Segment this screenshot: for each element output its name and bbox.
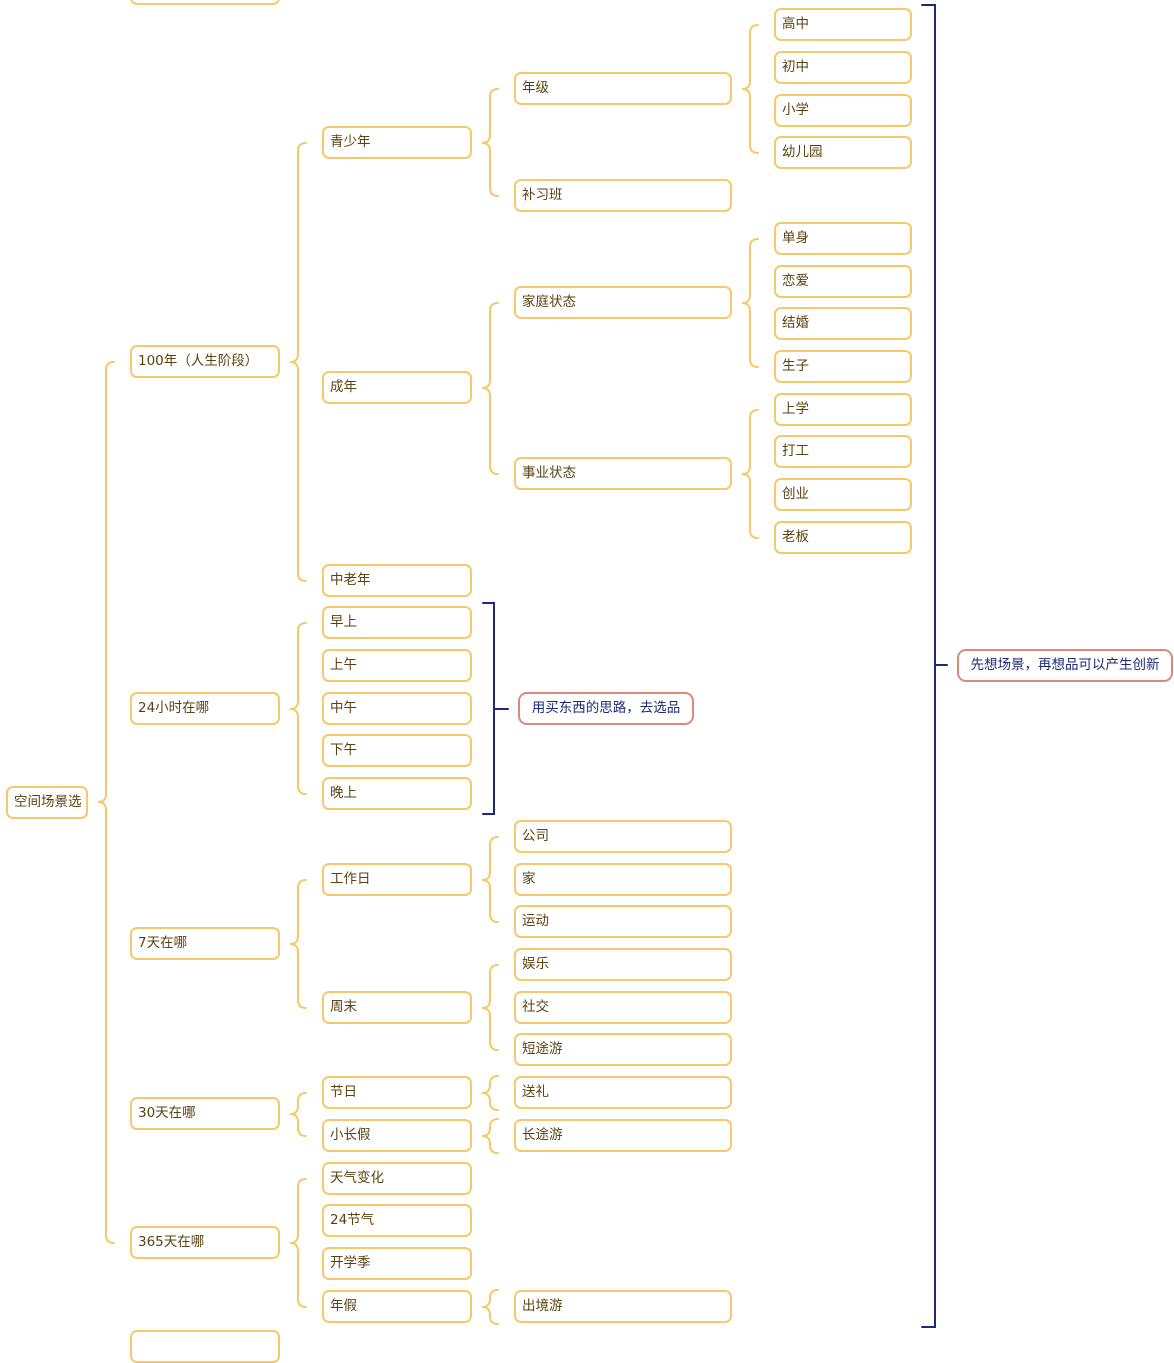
day-note[interactable]: 用买东西的思路，去选品 xyxy=(518,692,694,725)
node-primary-school[interactable]: 小学 xyxy=(774,94,912,127)
node-afternoon[interactable]: 下午 xyxy=(322,734,472,767)
overall-note[interactable]: 先想场景，再想品可以产生创新 xyxy=(957,649,1173,682)
node-weather-change[interactable]: 天气变化 xyxy=(322,1162,472,1195)
node-forenoon[interactable]: 上午 xyxy=(322,649,472,682)
brace-festival xyxy=(481,1075,499,1111)
brace-100-years xyxy=(289,142,307,582)
node-festival[interactable]: 节日 xyxy=(322,1076,472,1109)
node-workday[interactable]: 工作日 xyxy=(322,863,472,896)
node-annual-leave[interactable]: 年假 xyxy=(322,1290,472,1323)
node-career-status[interactable]: 事业状态 xyxy=(514,457,732,490)
node-work[interactable]: 打工 xyxy=(774,435,912,468)
offscreen-node-top[interactable] xyxy=(130,0,280,5)
brace-annual-leave xyxy=(481,1289,499,1325)
node-short-vacation[interactable]: 小长假 xyxy=(322,1119,472,1152)
node-home[interactable]: 家 xyxy=(514,863,732,896)
brace-7-days xyxy=(289,879,307,1009)
node-evening[interactable]: 晚上 xyxy=(322,777,472,810)
node-sport[interactable]: 运动 xyxy=(514,905,732,938)
node-gift[interactable]: 送礼 xyxy=(514,1076,732,1109)
node-outbound-trip[interactable]: 出境游 xyxy=(514,1290,732,1323)
node-365-days[interactable]: 365天在哪 xyxy=(130,1226,280,1259)
brace-weekend xyxy=(481,964,499,1051)
node-boss[interactable]: 老板 xyxy=(774,521,912,554)
node-noon[interactable]: 中午 xyxy=(322,692,472,725)
node-24-hours[interactable]: 24小时在哪 xyxy=(130,692,280,725)
brace-root xyxy=(97,361,115,1244)
brace-24-hours xyxy=(289,622,307,795)
node-study[interactable]: 上学 xyxy=(774,393,912,426)
node-teen[interactable]: 青少年 xyxy=(322,126,472,159)
node-family-status[interactable]: 家庭状态 xyxy=(514,286,732,319)
node-morning[interactable]: 早上 xyxy=(322,606,472,639)
brace-teen xyxy=(481,88,499,197)
summary-bracket-day xyxy=(482,602,509,815)
brace-365-days xyxy=(289,1178,307,1308)
brace-short-vacation xyxy=(481,1118,499,1154)
node-single[interactable]: 单身 xyxy=(774,222,912,255)
node-weekend[interactable]: 周末 xyxy=(322,991,472,1024)
node-in-love[interactable]: 恋爱 xyxy=(774,265,912,298)
brace-adult xyxy=(481,302,499,475)
node-long-trip[interactable]: 长途游 xyxy=(514,1119,732,1152)
node-entertainment[interactable]: 娱乐 xyxy=(514,948,732,981)
node-short-trip[interactable]: 短途游 xyxy=(514,1033,732,1066)
brace-career-status xyxy=(741,409,759,539)
node-7-days[interactable]: 7天在哪 xyxy=(130,927,280,960)
node-middle-school[interactable]: 初中 xyxy=(774,51,912,84)
brace-30-days xyxy=(289,1092,307,1137)
node-grade[interactable]: 年级 xyxy=(514,72,732,105)
summary-bracket-overall xyxy=(921,4,948,1328)
node-elder[interactable]: 中老年 xyxy=(322,564,472,597)
node-adult[interactable]: 成年 xyxy=(322,371,472,404)
node-high-school[interactable]: 高中 xyxy=(774,8,912,41)
node-married[interactable]: 结婚 xyxy=(774,307,912,340)
node-solar-terms[interactable]: 24节气 xyxy=(322,1204,472,1237)
node-30-days[interactable]: 30天在哪 xyxy=(130,1097,280,1130)
node-childbirth[interactable]: 生子 xyxy=(774,350,912,383)
brace-family-status xyxy=(741,238,759,368)
node-startup[interactable]: 创业 xyxy=(774,478,912,511)
brace-grade xyxy=(741,24,759,154)
node-school-season[interactable]: 开学季 xyxy=(322,1247,472,1280)
node-company[interactable]: 公司 xyxy=(514,820,732,853)
node-social[interactable]: 社交 xyxy=(514,991,732,1024)
node-100-years[interactable]: 100年（人生阶段） xyxy=(130,345,280,378)
node-kindergarten[interactable]: 幼儿园 xyxy=(774,136,912,169)
root-node[interactable]: 空间场景选 xyxy=(6,786,88,819)
offscreen-node-bottom[interactable] xyxy=(130,1330,280,1363)
node-tutoring[interactable]: 补习班 xyxy=(514,179,732,212)
brace-workday xyxy=(481,836,499,923)
